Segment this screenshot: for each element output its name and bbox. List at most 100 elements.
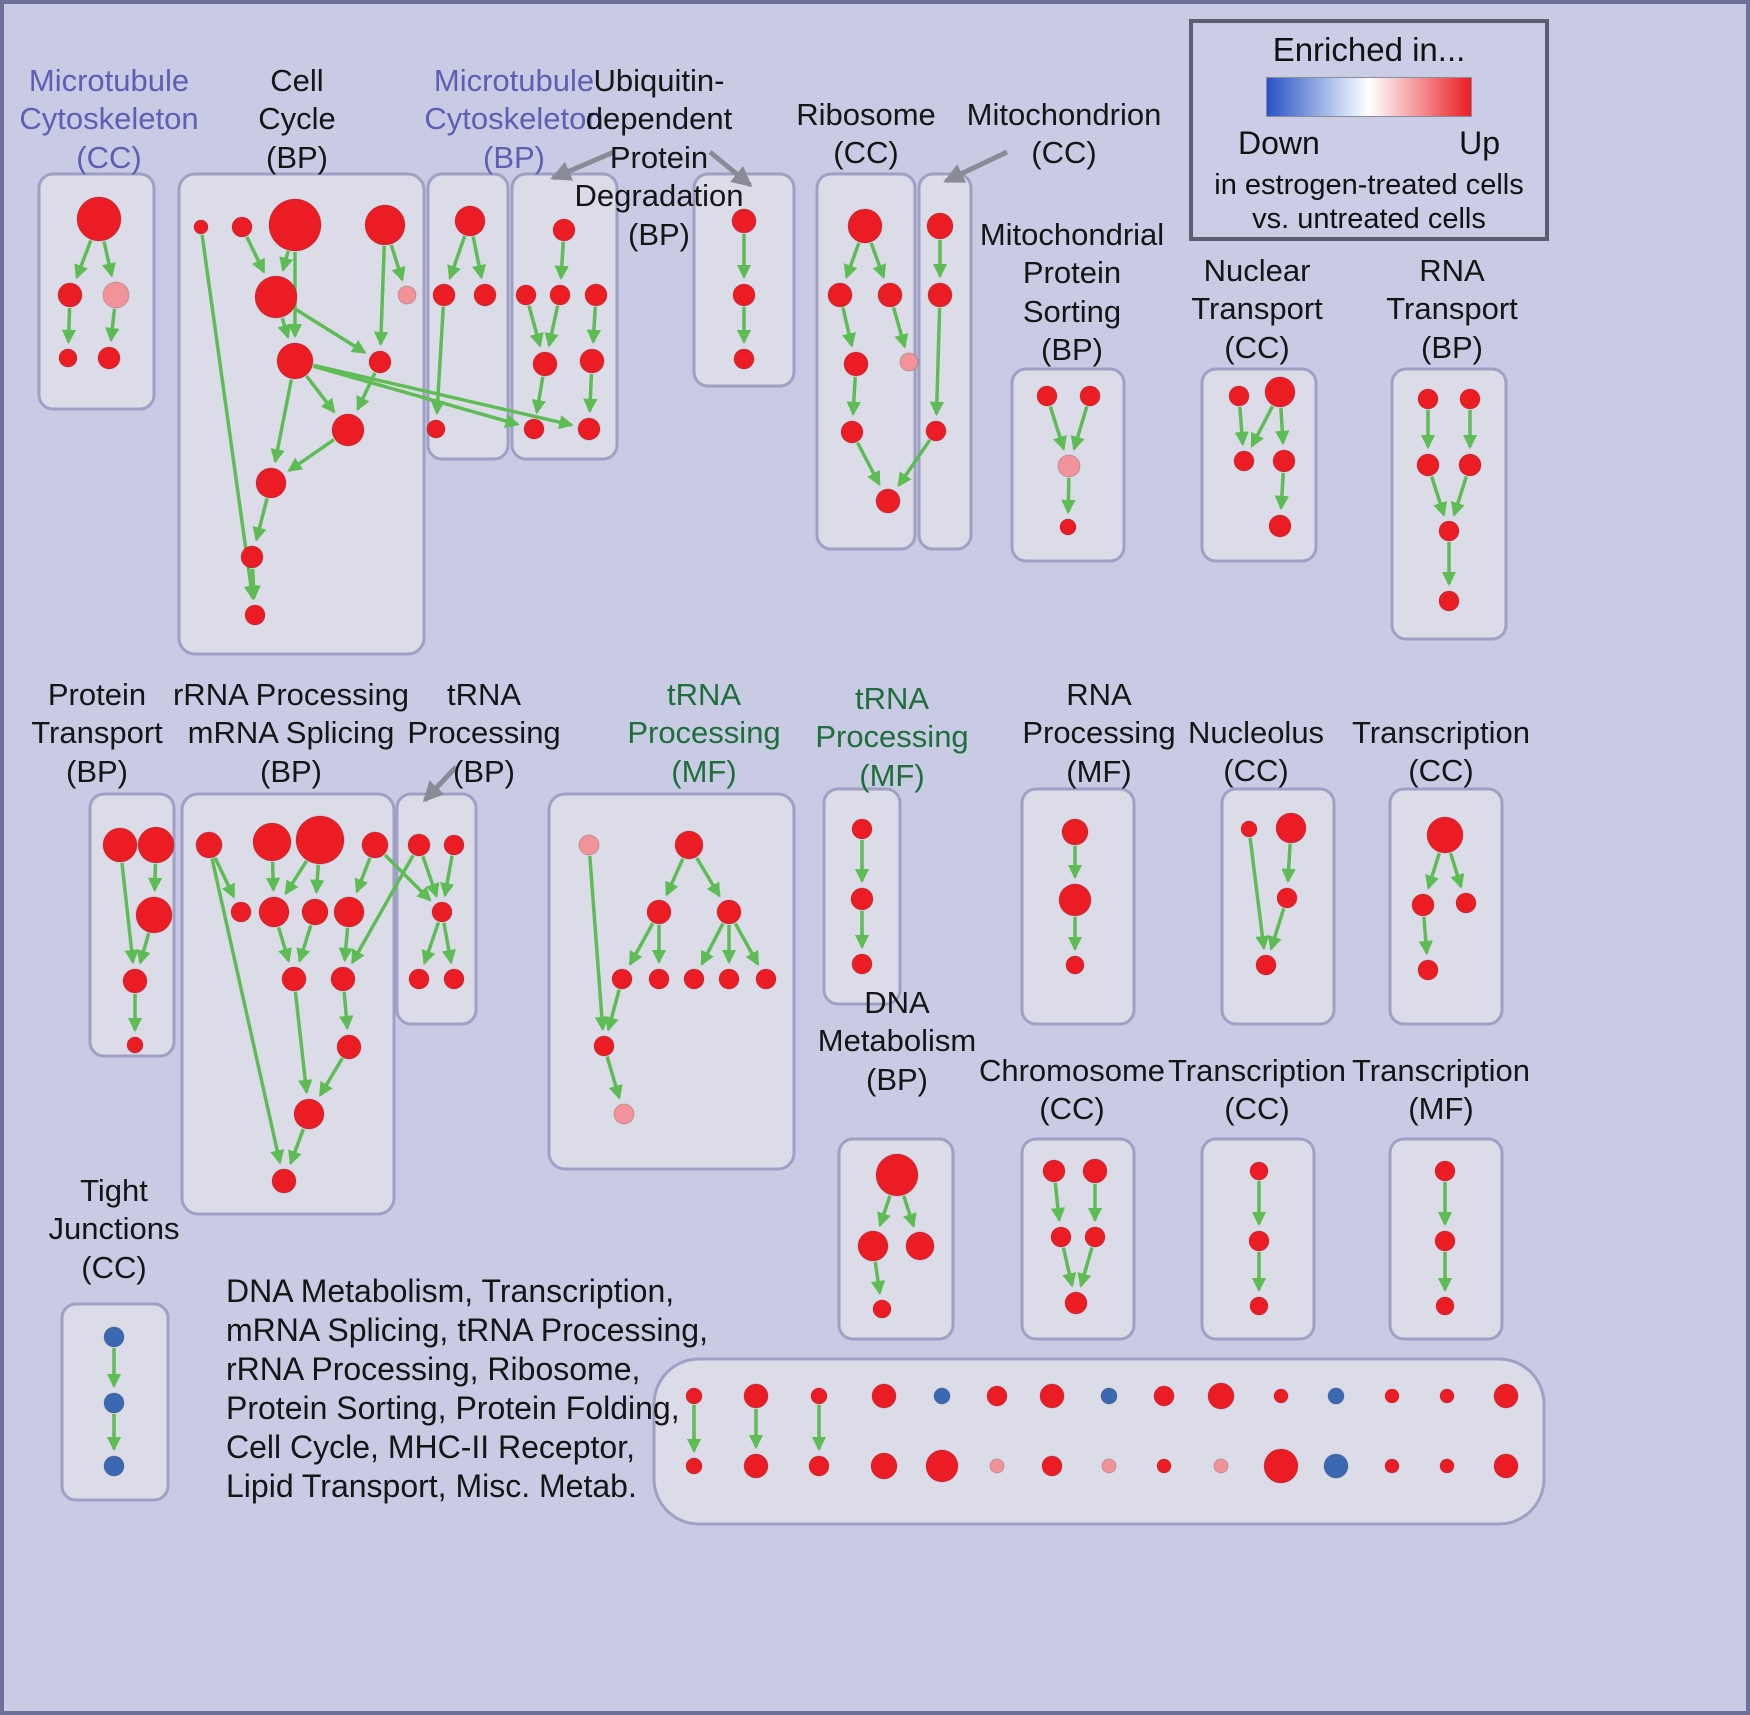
label-mitochondrion: Mitochondrion(CC) [966,97,1162,171]
go-term-node-x15 [685,1457,703,1475]
go-term-node-l1 [252,822,292,862]
go-term-node-b6 [276,342,314,380]
go-term-node-b8 [331,413,365,447]
annotation-arrow-1 [708,150,753,187]
footer-note: DNA Metabolism, Transcription, mRNA Spli… [226,1272,708,1506]
go-term-node-x27 [1384,1458,1400,1474]
go-term-node-m1 [443,834,465,856]
go-term-node-g2 [925,420,947,442]
edge-arrow-n9-n10 [605,1056,623,1100]
go-term-node-q1 [1275,812,1307,844]
go-term-node-b4 [254,275,298,319]
network-diagram [37,149,1546,1526]
edge-arrow-b2-b4 [279,250,294,273]
edge-arrow-b8-b9 [287,438,335,472]
edge-arrow-b6-b8 [305,375,336,414]
label-nucleolus: Nucleolus(CC) [1187,715,1325,789]
edge-arrow-m1-m2 [440,855,455,898]
go-term-node-x20 [989,1458,1005,1474]
go-term-node-j4 [1438,520,1460,542]
go-term-node-c1 [432,283,456,307]
edge-arrow-g2-f6 [897,439,932,488]
edge-arrow-l0-l4 [213,856,236,899]
go-term-node-v0 [1434,1160,1456,1182]
go-term-node-q3 [1255,954,1277,976]
cluster-box-microtubule-bp [426,172,510,461]
edge-arrow-i1-i3 [1275,407,1290,446]
legend-updown-row: Down Up [1238,125,1500,162]
edge-arrow-l2-l6 [310,864,325,895]
go-term-node-l12 [271,1168,297,1194]
edge-arrow-a1-a3 [61,307,77,345]
edge-arrow-m2-m3 [421,921,441,965]
edge-arrow-s0-s1 [877,1195,892,1228]
edge-arrow-r0-r2 [1448,852,1465,889]
go-term-node-b9 [255,467,287,499]
go-term-node-x22 [1101,1458,1117,1474]
go-term-node-b2 [268,198,322,252]
go-term-node-x3 [871,1383,897,1409]
go-term-node-n7 [718,968,740,990]
edge-arrow-n1-n3 [695,856,721,898]
legend-down-label: Down [1238,125,1320,161]
go-term-node-x5 [986,1385,1008,1407]
edge-arrow-t2-t4 [1061,1247,1077,1288]
edge-arrow-a2-a4 [105,308,120,343]
go-term-node-h3 [1059,518,1077,536]
edge-arrow-b1-b4 [245,236,266,274]
edge-arrow-d4-d6 [531,376,546,415]
go-term-node-e2 [733,348,755,370]
go-term-node-h2 [1057,454,1081,478]
cluster-box-cell-cycle [177,172,426,656]
edge-arrow-n4-n9 [604,989,621,1032]
edge-arrow-b6-d7 [313,363,574,430]
edge-arrow-l5-l8 [276,926,292,963]
go-term-node-x11 [1327,1387,1345,1405]
go-term-node-f3 [843,351,869,377]
go-term-node-q2 [1276,887,1298,909]
go-term-node-e1 [732,283,756,307]
go-term-node-l6 [301,898,329,926]
go-term-node-k3 [122,968,148,994]
go-term-node-l7 [333,896,365,928]
cluster-box-transcription-cc-1 [1388,787,1504,1026]
edge-arrow-k2-k3 [136,932,151,965]
go-term-node-c0 [454,205,486,237]
go-term-node-t1 [1082,1158,1108,1184]
edge-arrow-f2-f4 [891,307,909,349]
edge-arrow-t0-t2 [1050,1182,1066,1223]
go-term-node-m2 [431,901,453,923]
edge-arrow-k1-k2 [147,863,163,893]
go-term-node-m3 [408,968,430,990]
go-term-node-f0 [847,208,883,244]
edge-arrow-i0-i2 [1234,406,1249,447]
go-term-node-t3 [1084,1226,1106,1248]
edge-arrow-b4-b7 [293,307,367,354]
go-term-node-n4 [611,968,633,990]
go-term-node-a0 [76,196,122,242]
go-term-node-a1 [57,282,83,308]
legend-subtitle: in estrogen-treated cells vs. untreated … [1193,168,1545,236]
go-term-node-u1 [1248,1230,1270,1252]
legend-title: Enriched in... [1272,31,1466,68]
label-transcription-mf: Transcription(MF) [1351,1053,1531,1127]
go-term-node-l3 [361,831,389,859]
label-ribosome: Ribosome(CC) [796,97,936,171]
cluster-box-rrna-mrna [180,792,396,1216]
go-term-node-v1 [1434,1230,1456,1252]
edge-arrow-l9-l10 [339,991,354,1031]
edge-arrow-i1-i2 [1250,405,1275,448]
go-term-node-j1 [1459,388,1481,410]
edge-arrow-j2-j4 [1429,475,1447,517]
go-term-node-c3 [426,419,446,439]
cluster-box-dna-metabolism [837,1137,955,1341]
edge-arrow-l3-l7 [354,857,372,894]
go-term-node-i2 [1233,450,1255,472]
go-term-node-l0 [195,831,223,859]
edge-arrow-h2-h3 [1061,477,1076,515]
go-term-node-k0 [102,827,138,863]
go-term-node-r1 [1411,893,1435,917]
